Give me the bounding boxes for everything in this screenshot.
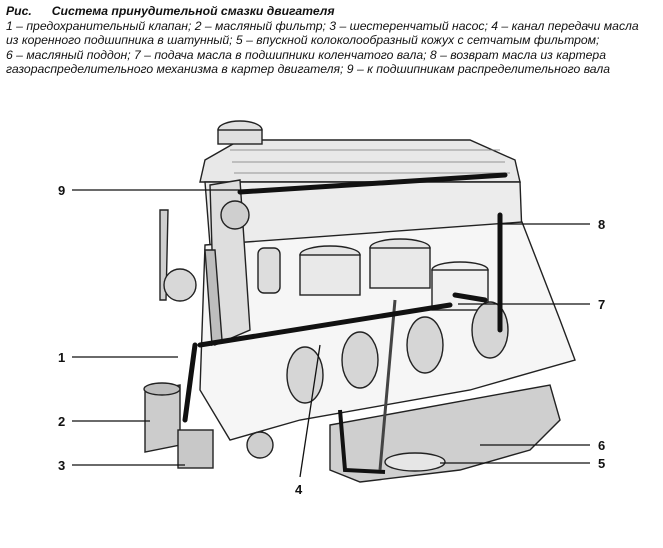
crank-feed-passage (452, 292, 488, 303)
caption-title-line: Рис. Система принудительной смазки двигат… (6, 4, 656, 19)
callout-3: 3 (58, 458, 65, 473)
filter-feed-line (182, 342, 198, 423)
callout-7: 7 (598, 297, 605, 312)
callout-8: 8 (598, 217, 605, 232)
callout-2: 2 (58, 414, 65, 429)
engine-illustration (143, 120, 576, 483)
oil-passages (182, 172, 508, 423)
callout-9: 9 (58, 183, 65, 198)
callout-5: 5 (598, 456, 605, 471)
leader-4 (299, 344, 321, 478)
callout-1: 1 (58, 350, 65, 365)
legend-line-4: газораспределительного механизма в карте… (6, 62, 611, 77)
legend-line-3: 6 – масляный поддон; 7 – подача масла в … (6, 47, 606, 62)
callout-leaders (72, 189, 590, 478)
callout-6: 6 (598, 438, 605, 453)
figure-caption: Рис. Система принудительной смазки двигат… (6, 4, 656, 77)
figure-label: Рис. (6, 4, 32, 18)
camshaft-oil-gallery (237, 172, 508, 195)
main-oil-gallery (197, 302, 453, 348)
callout-4: 4 (295, 482, 303, 497)
legend-line-1: 1 – предохранительный клапан; 2 – маслян… (6, 18, 639, 33)
legend-line-2: из коренного подшипника в шатунный; 5 – … (6, 33, 600, 48)
figure-title: Система принудительной смазки двигателя (51, 4, 335, 18)
